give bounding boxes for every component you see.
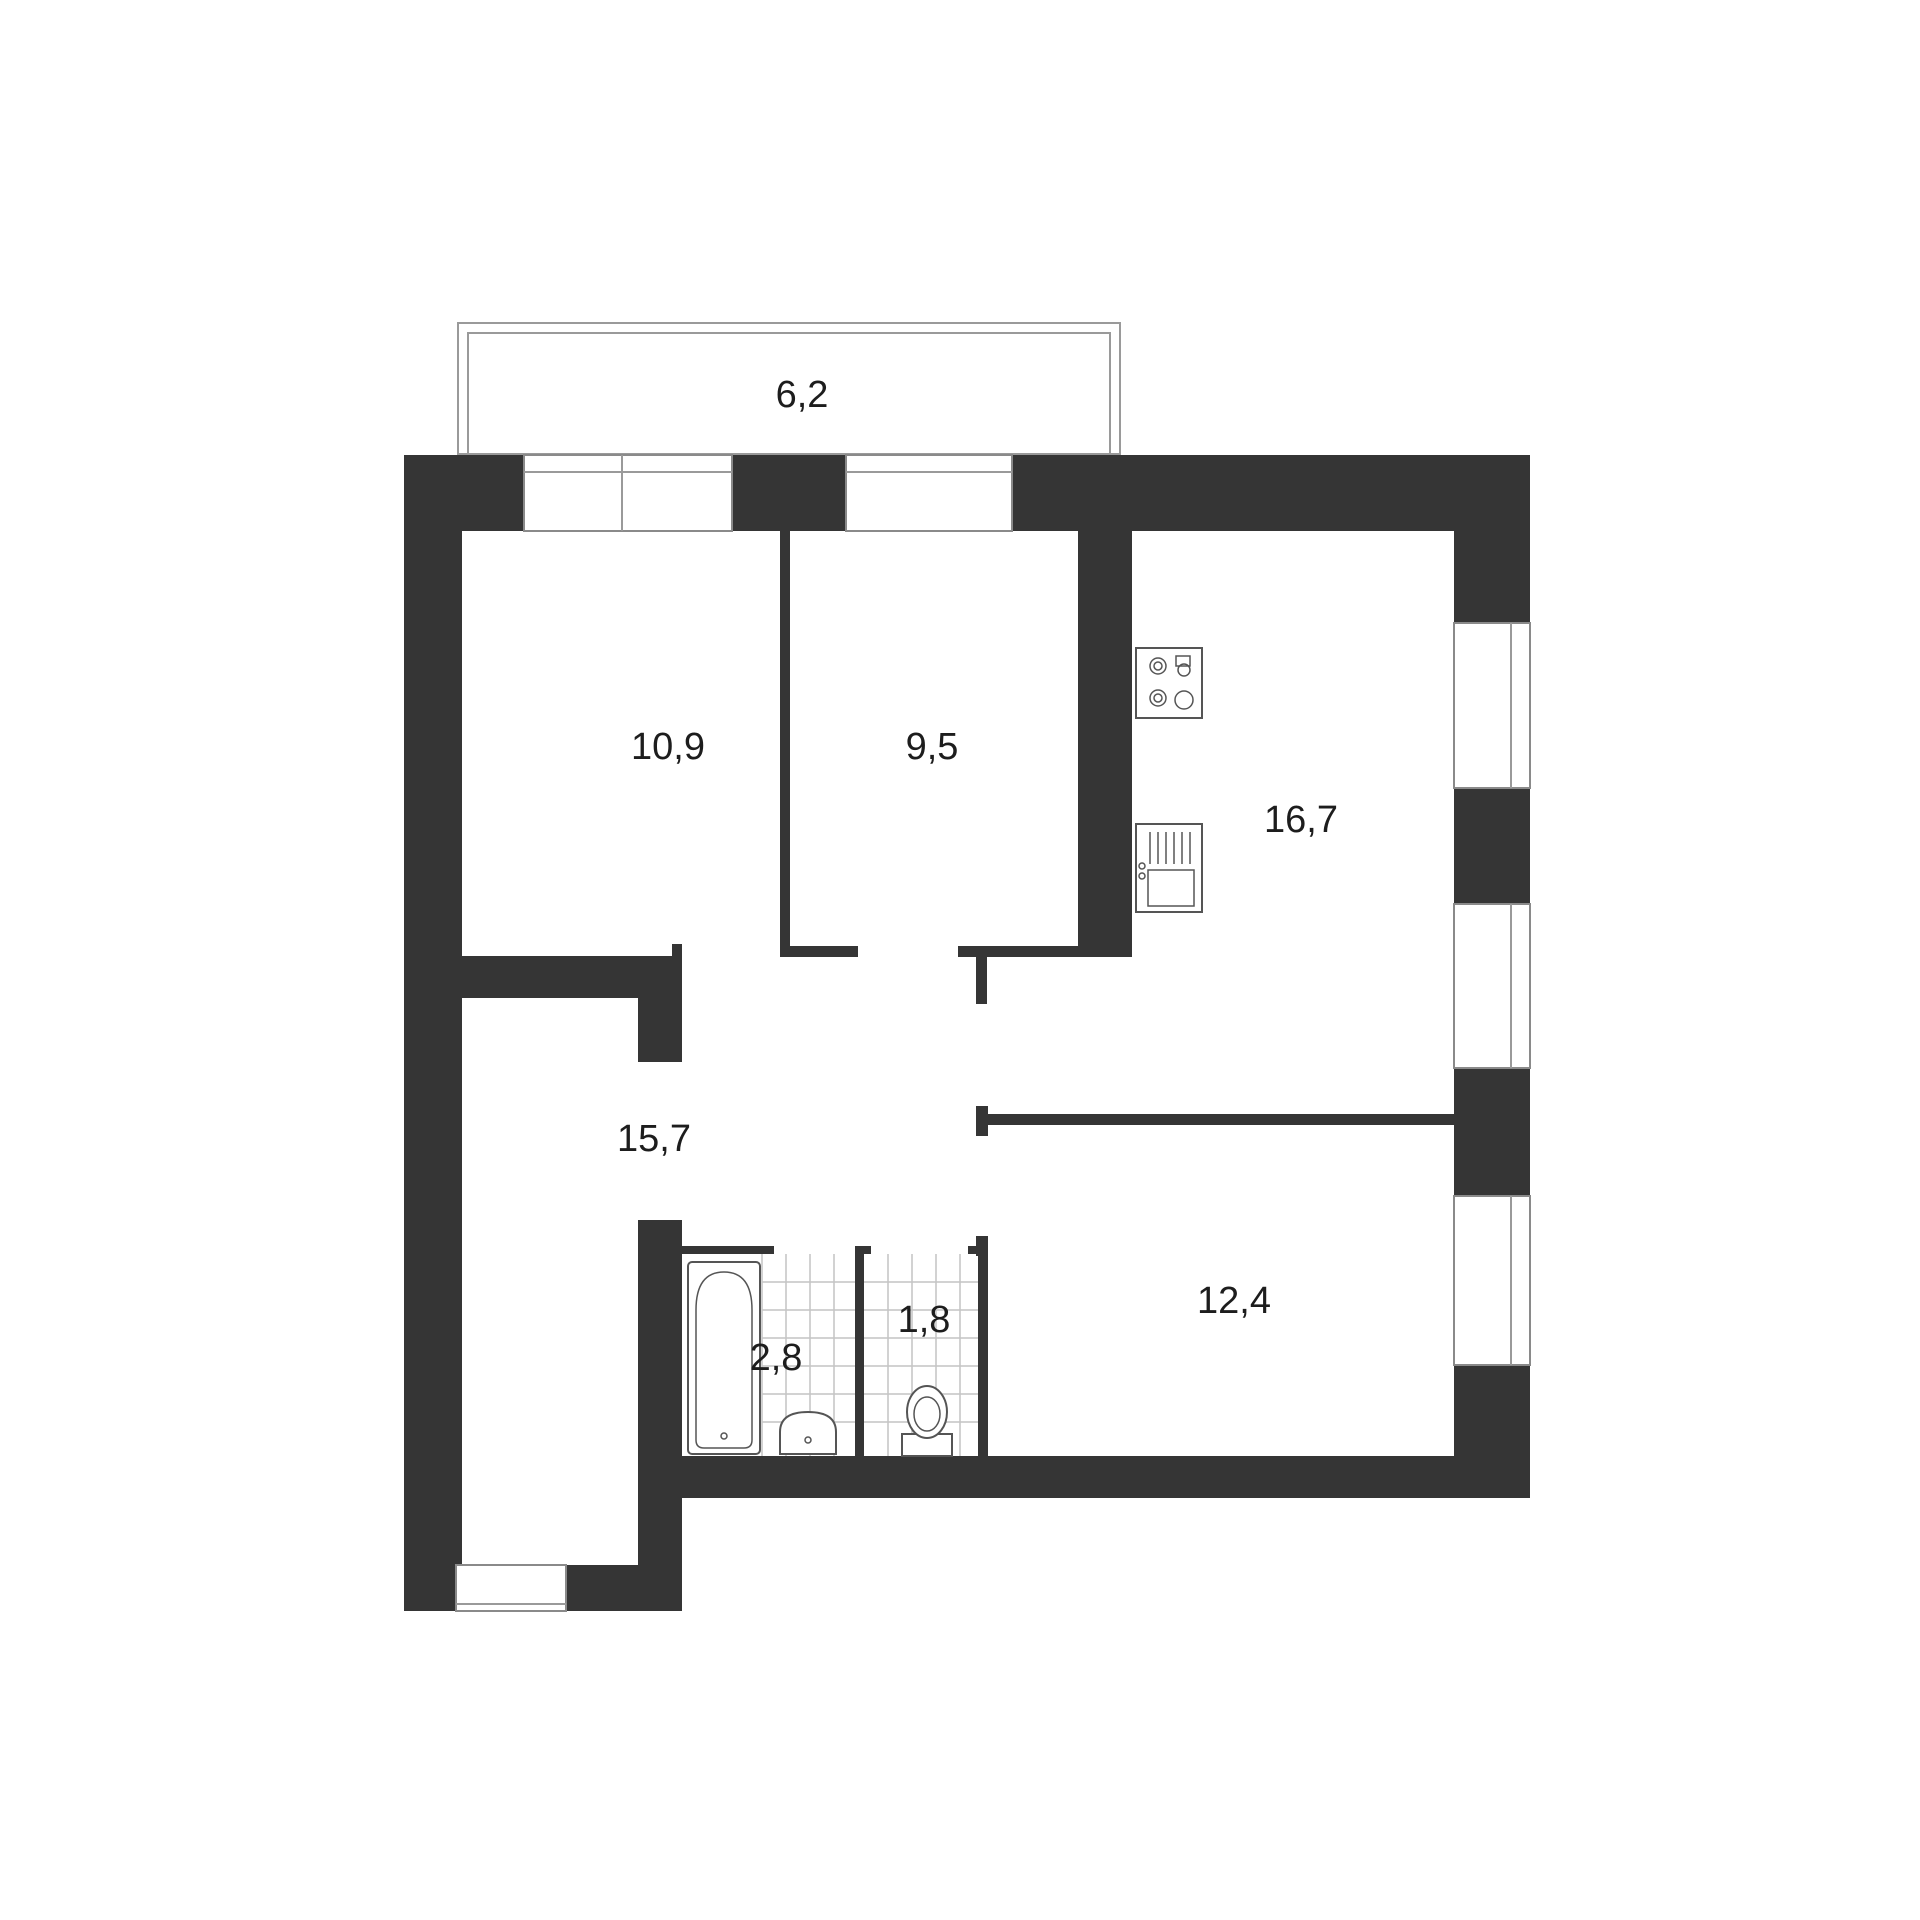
stove-icon xyxy=(1135,647,1203,719)
windows xyxy=(455,454,1531,1612)
room-area-hall: 15,7 xyxy=(617,1118,691,1160)
sink-icon xyxy=(1135,823,1203,913)
bathtub-icon xyxy=(687,1261,761,1455)
room-area-toilet: 1,8 xyxy=(898,1299,951,1341)
room-area-balcony: 6,2 xyxy=(776,374,829,416)
room-area-bedroom-middle: 9,5 xyxy=(906,726,959,768)
walls xyxy=(404,455,1530,1611)
bathroom-tiles xyxy=(761,1254,978,1456)
balcony-outline xyxy=(457,322,1121,455)
room-area-bathroom: 2,8 xyxy=(750,1337,803,1379)
room-area-bedroom-left: 10,9 xyxy=(631,726,705,768)
room-area-room-right: 12,4 xyxy=(1197,1280,1271,1322)
room-area-kitchen: 16,7 xyxy=(1264,799,1338,841)
washbasin-icon xyxy=(779,1410,837,1455)
toilet-icon xyxy=(901,1385,953,1457)
